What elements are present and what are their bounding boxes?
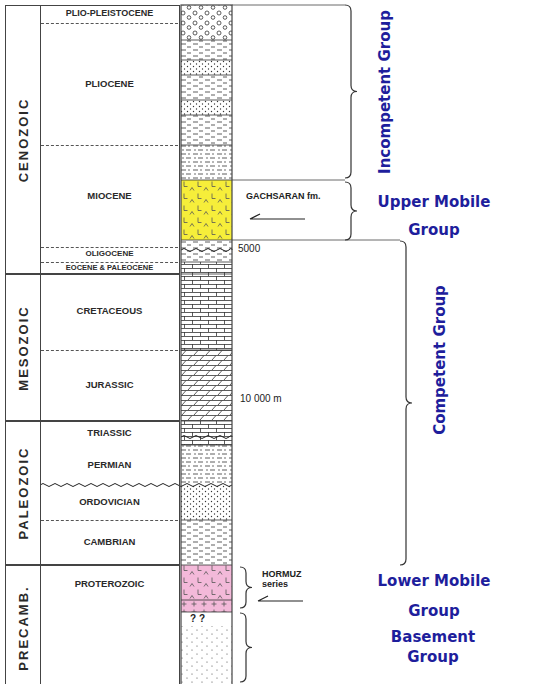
- period-band: PERMIAN: [41, 447, 178, 485]
- era-band: PRECAMB. PROTEROZOIC: [5, 565, 180, 684]
- period-name: CRETACEOUS: [77, 306, 143, 316]
- period-name: EOCENE & PALEOCENE: [66, 264, 153, 272]
- era-band: MESOZOIC CRETACEOUS JURASSIC: [5, 274, 180, 421]
- period-band: PLIO-PLEISTOCENE: [41, 5, 178, 23]
- era-name: MESOZOIC: [16, 305, 31, 390]
- period-name: CAMBRIAN: [84, 537, 136, 547]
- annotation-label: 5000: [238, 243, 260, 255]
- group-label: Incompetent Group: [376, 10, 394, 174]
- era-name: CENOZOIC: [16, 97, 31, 182]
- era-name: PRECAMB.: [16, 585, 31, 670]
- era-strip: MESOZOIC: [6, 275, 41, 420]
- era-strip: PRECAMB.: [6, 566, 41, 684]
- period-band: OLIGOCENE: [41, 247, 178, 262]
- period-band: CAMBRIAN: [41, 520, 178, 565]
- period-band: JURASSIC: [41, 350, 178, 421]
- period-name: MIOCENE: [87, 191, 131, 201]
- period-band: MIOCENE: [41, 145, 178, 247]
- period-band: EOCENE & PALEOCENE: [41, 262, 178, 274]
- period-band: ORDOVICIAN: [41, 485, 178, 520]
- period-name: PROTEROZOIC: [75, 579, 145, 589]
- era-band: CENOZOIC PLIO-PLEISTOCENE PLIOCENE MIOCENE O…: [5, 5, 180, 274]
- annotation-label: ? ?: [190, 613, 205, 625]
- period-name: JURASSIC: [85, 380, 133, 390]
- period-band: PROTEROZOIC: [41, 565, 178, 684]
- period-band: CRETACEOUS: [41, 274, 178, 350]
- era-strip: CENOZOIC: [6, 6, 41, 273]
- era-strip: PALEOZOIC: [6, 422, 41, 564]
- group-label: Basement Group: [378, 627, 488, 667]
- group-label: Competent Group: [431, 285, 449, 435]
- period-band: TRIASSIC: [41, 421, 178, 447]
- period-name: ORDOVICIAN: [79, 497, 140, 507]
- annotation-label: HORMUZ series: [262, 569, 318, 590]
- period-name: PERMIAN: [88, 460, 132, 470]
- group-label: Lower Mobile Group: [368, 566, 500, 626]
- period-name: PLIO-PLEISTOCENE: [66, 9, 153, 19]
- period-name: PLIOCENE: [85, 79, 134, 89]
- period-name: TRIASSIC: [87, 428, 131, 438]
- period-name: OLIGOCENE: [85, 250, 133, 259]
- period-band: PLIOCENE: [41, 23, 178, 145]
- era-band: PALEOZOIC TRIASSIC PERMIAN ORDOVICIAN CAMBRI…: [5, 421, 180, 565]
- annotation-label: GACHSARAN fm.: [246, 191, 321, 201]
- annotation-label: 10 000 m: [240, 393, 282, 405]
- group-label: Upper Mobile Group: [368, 188, 500, 244]
- era-name: PALEOZOIC: [16, 447, 31, 540]
